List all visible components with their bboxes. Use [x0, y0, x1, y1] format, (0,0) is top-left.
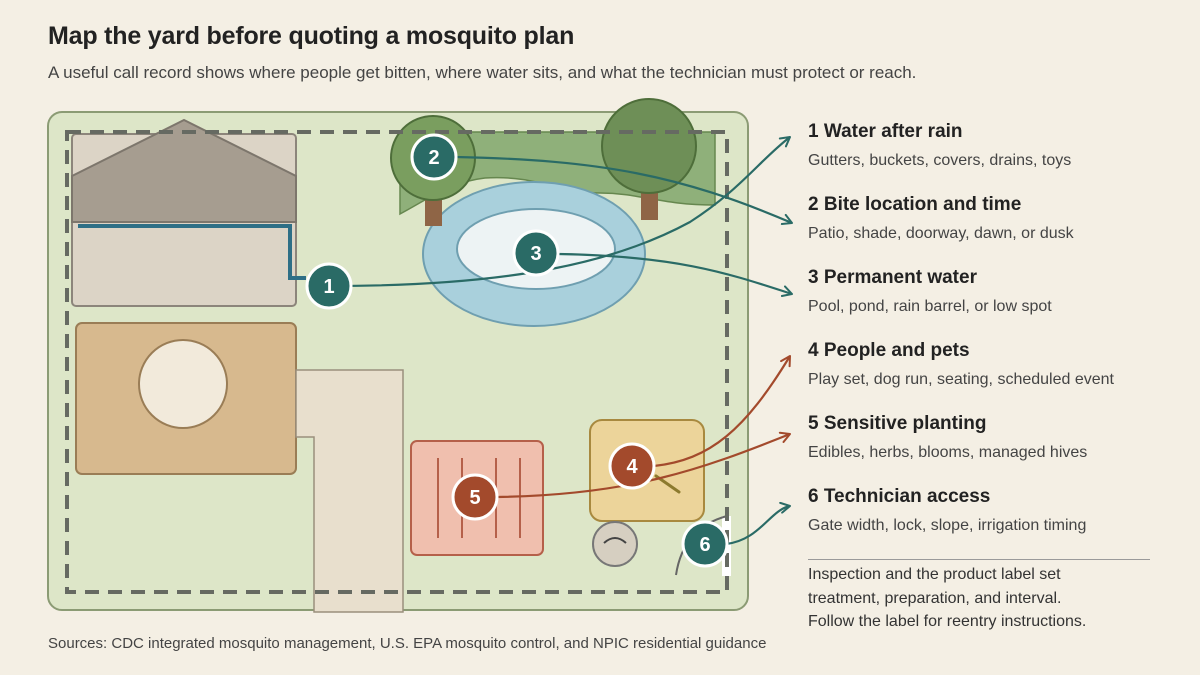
legend-title: 2 Bite location and time: [808, 194, 1022, 215]
legend-title: 5 Sensitive planting: [808, 413, 987, 434]
walkway: [295, 369, 404, 613]
connector-2: [455, 155, 793, 226]
connector-6: [725, 501, 791, 546]
marker-circle: [681, 520, 729, 568]
connector-1: [329, 136, 791, 288]
legend-title: 1 Water after rain: [808, 121, 963, 142]
house: [71, 118, 306, 307]
note-line: Inspection and the product label set: [808, 566, 1061, 583]
note-divider: [808, 559, 1150, 560]
legend-desc: Play set, dog run, seating, scheduled ev…: [808, 371, 1114, 388]
page-title: Map the yard before quoting a mosquito p…: [48, 22, 575, 50]
legend-item-people-and-pets: 4 People and pets Play set, dog run, sea…: [808, 339, 1178, 412]
marker-number: 2: [428, 147, 439, 169]
marker-circle: [512, 229, 560, 277]
marker-circle: [608, 442, 656, 490]
gutter-downspout: [78, 224, 306, 280]
source-line: Sources: CDC integrated mosquito managem…: [48, 635, 767, 652]
legend-desc: Pool, pond, rain barrel, or low spot: [808, 298, 1052, 315]
marker-circle: [410, 133, 458, 181]
marker-6: 6: [681, 520, 729, 568]
legend-item-sensitive-planting: 5 Sensitive planting Edibles, herbs, blo…: [808, 412, 1178, 485]
marker-1: 1: [305, 262, 353, 310]
legend-desc: Gutters, buckets, covers, drains, toys: [808, 152, 1072, 169]
connector-3: [557, 252, 793, 297]
legend-title: 6 Technician access: [808, 486, 991, 507]
marker-3: 3: [512, 229, 560, 277]
note-line: treatment, preparation, and interval.: [808, 589, 1062, 607]
legend-title: 3 Permanent water: [808, 267, 977, 288]
legend-desc: Edibles, herbs, blooms, managed hives: [808, 444, 1088, 461]
legend-desc: Patio, shade, doorway, dawn, or dusk: [808, 225, 1074, 242]
marker-number: 5: [469, 487, 480, 509]
marker-4: 4: [608, 442, 656, 490]
legend-item-technician-access: 6 Technician access Gate width, lock, sl…: [808, 485, 1178, 558]
legend-item-bite-location: 2 Bite location and time Patio, shade, d…: [808, 193, 1178, 266]
label-note: Inspection and the product label set tre…: [808, 563, 1168, 634]
marker-number: 1: [323, 276, 334, 298]
marker-layer: 1 2 3 4 5 6: [305, 133, 729, 568]
marker-2: 2: [410, 133, 458, 181]
marker-circle: [451, 473, 499, 521]
connector-5: [496, 431, 791, 499]
patio: [75, 322, 297, 475]
marker-number: 3: [530, 243, 541, 265]
property-boundary: [65, 130, 729, 594]
patio-table: [138, 339, 228, 429]
marker-number: 4: [626, 456, 638, 478]
marker-number: 6: [699, 534, 710, 556]
legend: 1 Water after rain Gutters, buckets, cov…: [808, 120, 1178, 558]
pet-bowl: [592, 521, 638, 567]
tree-right: [601, 98, 697, 220]
marker-circle: [305, 262, 353, 310]
legend-item-water-after-rain: 1 Water after rain Gutters, buckets, cov…: [808, 120, 1178, 193]
page-subtitle: A useful call record shows where people …: [48, 63, 917, 82]
legend-desc: Gate width, lock, slope, irrigation timi…: [808, 517, 1087, 534]
legend-item-permanent-water: 3 Permanent water Pool, pond, rain barre…: [808, 266, 1178, 339]
note-line: Follow the label for reentry instruction…: [808, 613, 1087, 630]
legend-title: 4 People and pets: [808, 340, 970, 361]
connector-4: [653, 355, 791, 468]
marker-5: 5: [451, 473, 499, 521]
